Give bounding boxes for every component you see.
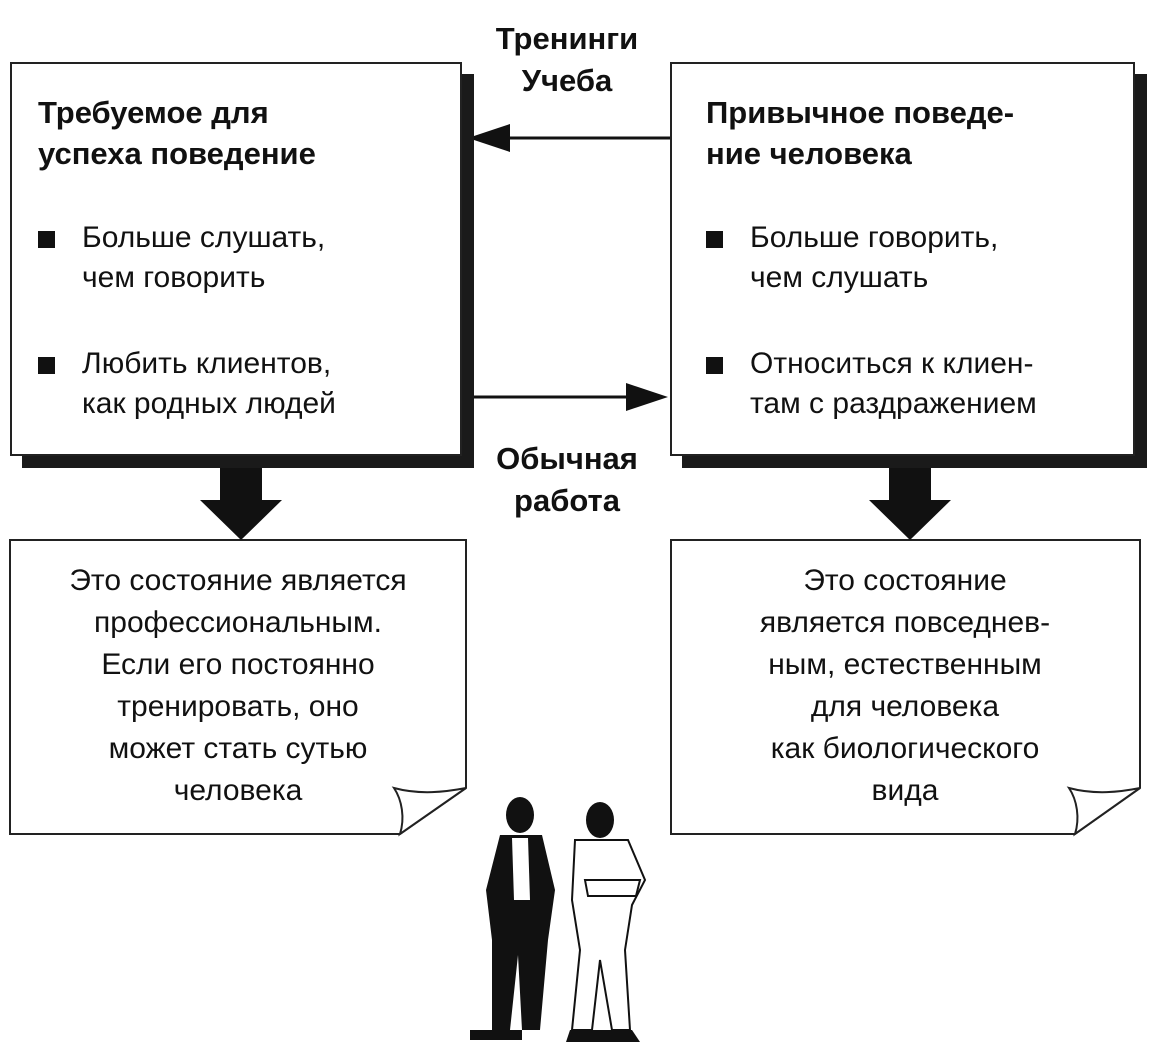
top-arrow-label: Тренинги Учеба <box>495 21 639 98</box>
bullet-square-icon <box>706 357 723 374</box>
businessmen-illustration <box>470 797 647 1042</box>
down-arrow-right <box>869 466 951 540</box>
left-note-sheet <box>9 539 467 837</box>
right-note-text: Это состояние является повседнев- ным, е… <box>759 564 1051 807</box>
arrow-left-to-right <box>462 383 668 411</box>
left-note-text: Это состояние является профессиональным.… <box>69 564 407 807</box>
down-arrow-left <box>200 466 282 540</box>
right-box-title: Привычное поведе- ние человека <box>706 95 1015 171</box>
bullet-square-icon <box>38 357 55 374</box>
right-box: Привычное поведе- ние человека Больше го… <box>670 62 1135 456</box>
right-bullet-1-text: Больше говорить, чем слушать <box>750 221 999 294</box>
bullet-square-icon <box>38 231 55 248</box>
left-bullet-1: Больше слушать, чем говорить <box>38 218 325 298</box>
bullet-square-icon <box>706 231 723 248</box>
arrow-right-to-left <box>468 124 672 152</box>
right-bullet-1: Больше говорить, чем слушать <box>706 218 998 298</box>
left-box-title: Требуемое для успеха поведение <box>38 95 316 171</box>
right-note-sheet <box>670 539 1141 837</box>
left-note-fold <box>391 786 467 837</box>
right-bullet-2-text: Относиться к клиен- там с раздражением <box>750 347 1037 420</box>
left-box: Требуемое для успеха поведение Больше сл… <box>10 62 462 456</box>
left-bullet-2: Любить клиентов, как родных людей <box>38 344 336 424</box>
bottom-arrow-label: Обычная работа <box>496 441 638 518</box>
man-left-figure <box>470 797 555 1040</box>
left-bullet-1-text: Больше слушать, чем говорить <box>82 221 326 294</box>
right-note-fold <box>1066 786 1141 837</box>
left-bullet-2-text: Любить клиентов, как родных людей <box>82 347 336 420</box>
right-bullet-2: Относиться к клиен- там с раздражением <box>706 344 1037 424</box>
man-right-figure <box>566 802 647 1042</box>
